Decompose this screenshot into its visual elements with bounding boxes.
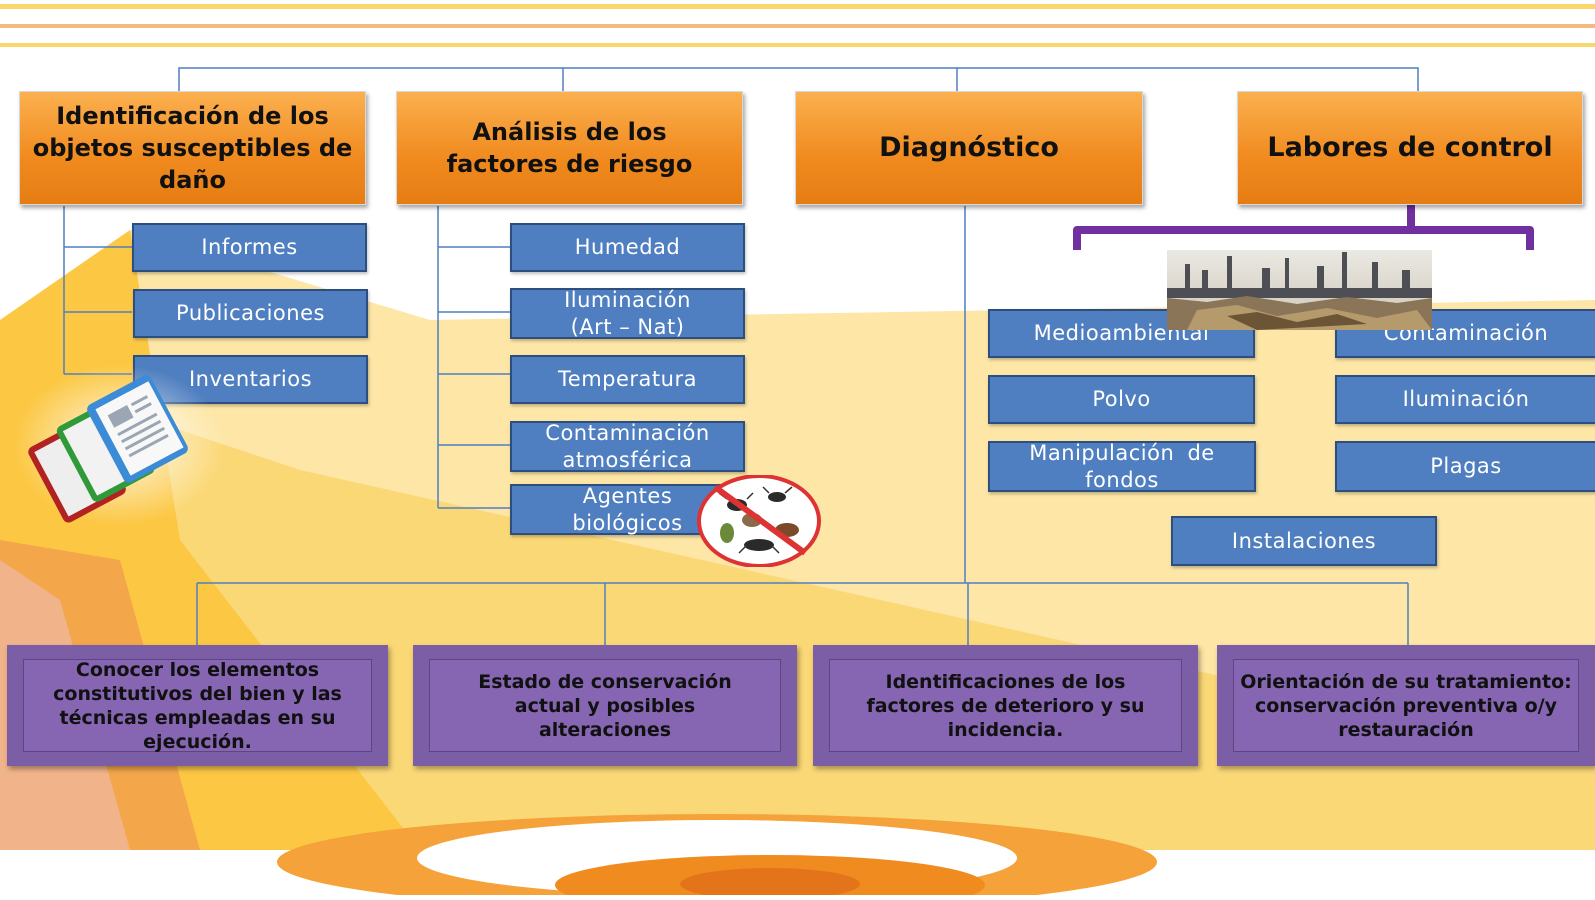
item-label: Plagas [1430,454,1502,478]
col1-item-publicaciones: Publicaciones [133,289,368,338]
bottom-box-label: Orientación de su tratamiento: conservac… [1240,670,1572,741]
col2-item-contaminacion: Contaminación atmosférica [510,421,745,472]
item-label: Inventarios [188,367,313,391]
top-box-label: Labores de control [1267,132,1553,163]
item-label: Manipulación de fondos [1029,440,1215,492]
bottom-box-label: Estado de conservación actual y posibles… [478,670,732,741]
item-label: Publicaciones [176,301,325,325]
item-label: Temperatura [558,367,697,391]
books-icon [15,365,225,525]
top-box-labores: Labores de control [1237,91,1583,205]
item-label: Iluminación (Art – Nat) [564,287,691,339]
top-box-identificacion: Identificación de los objetos susceptibl… [19,91,366,205]
col4-item-iluminacion: Iluminación [1335,375,1595,424]
item-label: Humedad [574,235,681,259]
bottom-box-label: Identificaciones de los factores de dete… [866,670,1145,741]
industrial-pollution-image [1167,250,1432,330]
bottom-box-conocer: Conocer los elementos constitutivos del … [7,645,388,766]
bottom-box-inner: Orientación de su tratamiento: conservac… [1233,659,1579,752]
top-box-analisis: Análisis de los factores de riesgo [396,91,743,205]
bottom-box-inner: Conocer los elementos constitutivos del … [23,658,372,753]
item-label: Iluminación [1402,387,1530,411]
col4-item-instalaciones: Instalaciones [1171,516,1437,566]
top-box-diagnostico: Diagnóstico [795,91,1143,205]
col4-item-polvo: Polvo [988,375,1255,424]
bottom-box-estado: Estado de conservación actual y posibles… [413,645,797,766]
col4-item-manipulacion: Manipulación de fondos [988,441,1256,492]
item-label: Informes [201,235,298,259]
labores-bracket [1073,203,1534,250]
col4-item-plagas: Plagas [1335,441,1595,492]
col2-item-humedad: Humedad [510,223,745,272]
bottom-box-inner: Identificaciones de los factores de dete… [829,659,1182,752]
item-label: Instalaciones [1231,528,1377,553]
bottom-box-inner: Estado de conservación actual y posibles… [429,659,781,752]
no-insects-icon [697,475,821,567]
bottom-box-orientacion: Orientación de su tratamiento: conservac… [1217,645,1595,766]
item-label: Contaminación atmosférica [545,420,710,472]
bottom-box-label: Conocer los elementos constitutivos del … [53,658,342,753]
item-label: Agentes biológicos [572,483,683,535]
top-box-label: Diagnóstico [879,132,1059,163]
item-label: Polvo [1092,387,1151,411]
col2-item-temperatura: Temperatura [510,355,745,404]
top-box-label: Análisis de los factores de riesgo [446,118,693,178]
bottom-box-identificaciones: Identificaciones de los factores de dete… [813,645,1198,766]
top-box-label: Identificación de los objetos susceptibl… [32,102,353,194]
col1-item-informes: Informes [132,223,367,272]
col2-item-iluminacion: Iluminación (Art – Nat) [510,288,745,339]
